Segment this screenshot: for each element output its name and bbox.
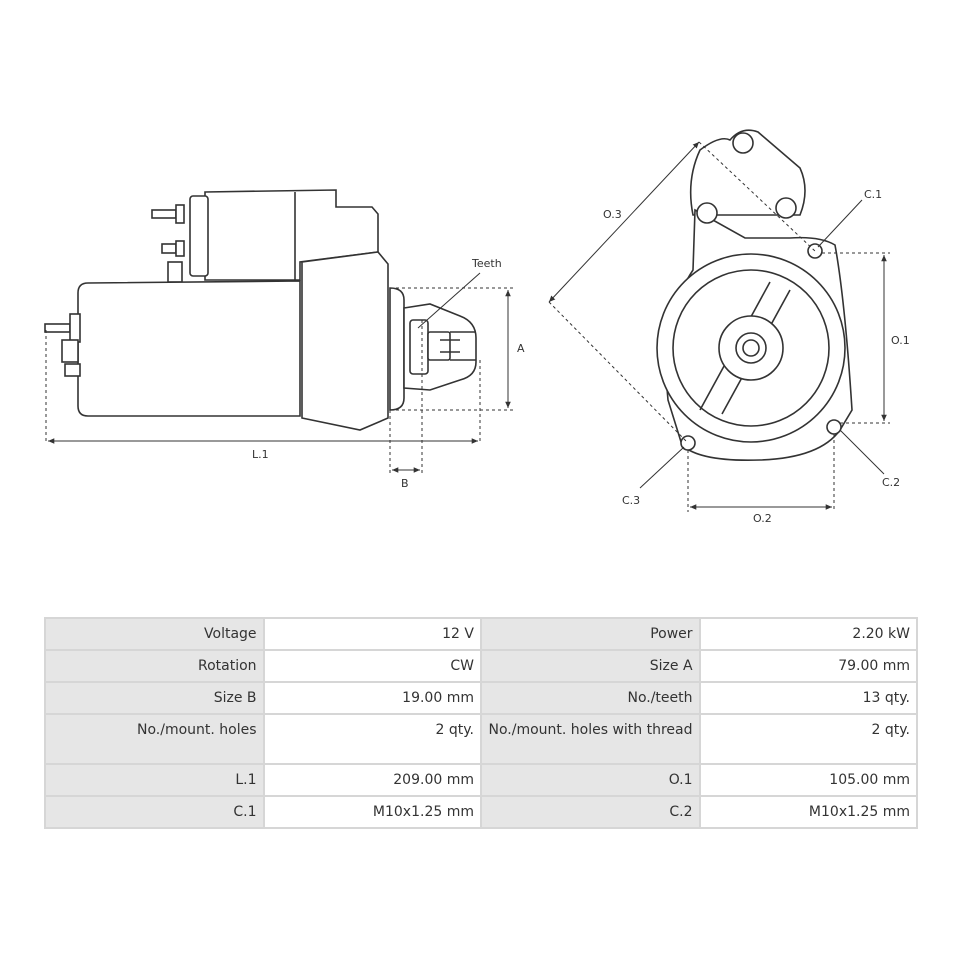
side-view: [44, 189, 477, 431]
table-row: No./mount. holes 2 qty. No./mount. holes…: [44, 713, 919, 765]
spec-value: M10x1.25 mm: [698, 795, 919, 829]
spec-key: C.1: [44, 795, 265, 829]
spec-key: No./mount. holes: [44, 713, 265, 765]
label-c2: C.2: [882, 476, 900, 489]
table-row: L.1 209.00 mm O.1 105.00 mm: [44, 763, 919, 797]
spec-value: 2.20 kW: [698, 617, 919, 651]
front-view: [656, 129, 853, 462]
starter-motor-drawing: Teeth A B L.1 O.1 O.2 O.3 C.1 C.2 C.3: [44, 129, 910, 525]
solenoid-cap: [189, 195, 209, 277]
label-o2: O.2: [753, 512, 772, 525]
label-teeth: Teeth: [471, 257, 502, 270]
spec-value: CW: [262, 649, 482, 683]
label-b: B: [401, 477, 409, 490]
rear-terminals: [44, 313, 81, 377]
spec-key: O.1: [479, 763, 701, 797]
spec-table: Voltage 12 V Power 2.20 kW Rotation CW S…: [44, 617, 919, 829]
mount-hole-c2: [826, 419, 842, 435]
spec-value: 209.00 mm: [262, 763, 482, 797]
label-a: A: [517, 342, 525, 355]
spec-value: 2 qty.: [262, 713, 482, 765]
table-row: Size B 19.00 mm No./teeth 13 qty.: [44, 681, 919, 715]
drive-nose: [389, 287, 405, 411]
spec-key: Rotation: [44, 649, 265, 683]
spec-key: Voltage: [44, 617, 265, 651]
label-c1: C.1: [864, 188, 882, 201]
label-c3: C.3: [622, 494, 640, 507]
spec-key: Size B: [44, 681, 265, 715]
spec-value: M10x1.25 mm: [262, 795, 482, 829]
spec-value: 12 V: [262, 617, 482, 651]
pinion-gear: [403, 303, 477, 391]
spec-value: 2 qty.: [698, 713, 919, 765]
mount-hole-c1: [807, 243, 823, 259]
table-row: C.1 M10x1.25 mm C.2 M10x1.25 mm: [44, 795, 919, 829]
spec-key: No./teeth: [479, 681, 701, 715]
drive-end-housing: [301, 251, 389, 431]
spec-key: No./mount. holes with thread: [479, 713, 701, 765]
solenoid-terminal-studs: [151, 204, 185, 283]
spec-value: 105.00 mm: [698, 763, 919, 797]
pinion-face: [718, 315, 784, 381]
front-dimensions: [548, 141, 890, 512]
spec-value: 19.00 mm: [262, 681, 482, 715]
table-row: Rotation CW Size A 79.00 mm: [44, 649, 919, 683]
spec-key: L.1: [44, 763, 265, 797]
label-l1: L.1: [252, 448, 269, 461]
spec-key: C.2: [479, 795, 701, 829]
motor-housing: [77, 280, 301, 417]
table-row: Voltage 12 V Power 2.20 kW: [44, 617, 919, 651]
side-dimensions: [45, 272, 515, 475]
label-o1: O.1: [891, 334, 910, 347]
spec-value: 13 qty.: [698, 681, 919, 715]
spec-key: Power: [479, 617, 701, 651]
spec-key: Size A: [479, 649, 701, 683]
spec-value: 79.00 mm: [698, 649, 919, 683]
label-o3: O.3: [603, 208, 622, 221]
